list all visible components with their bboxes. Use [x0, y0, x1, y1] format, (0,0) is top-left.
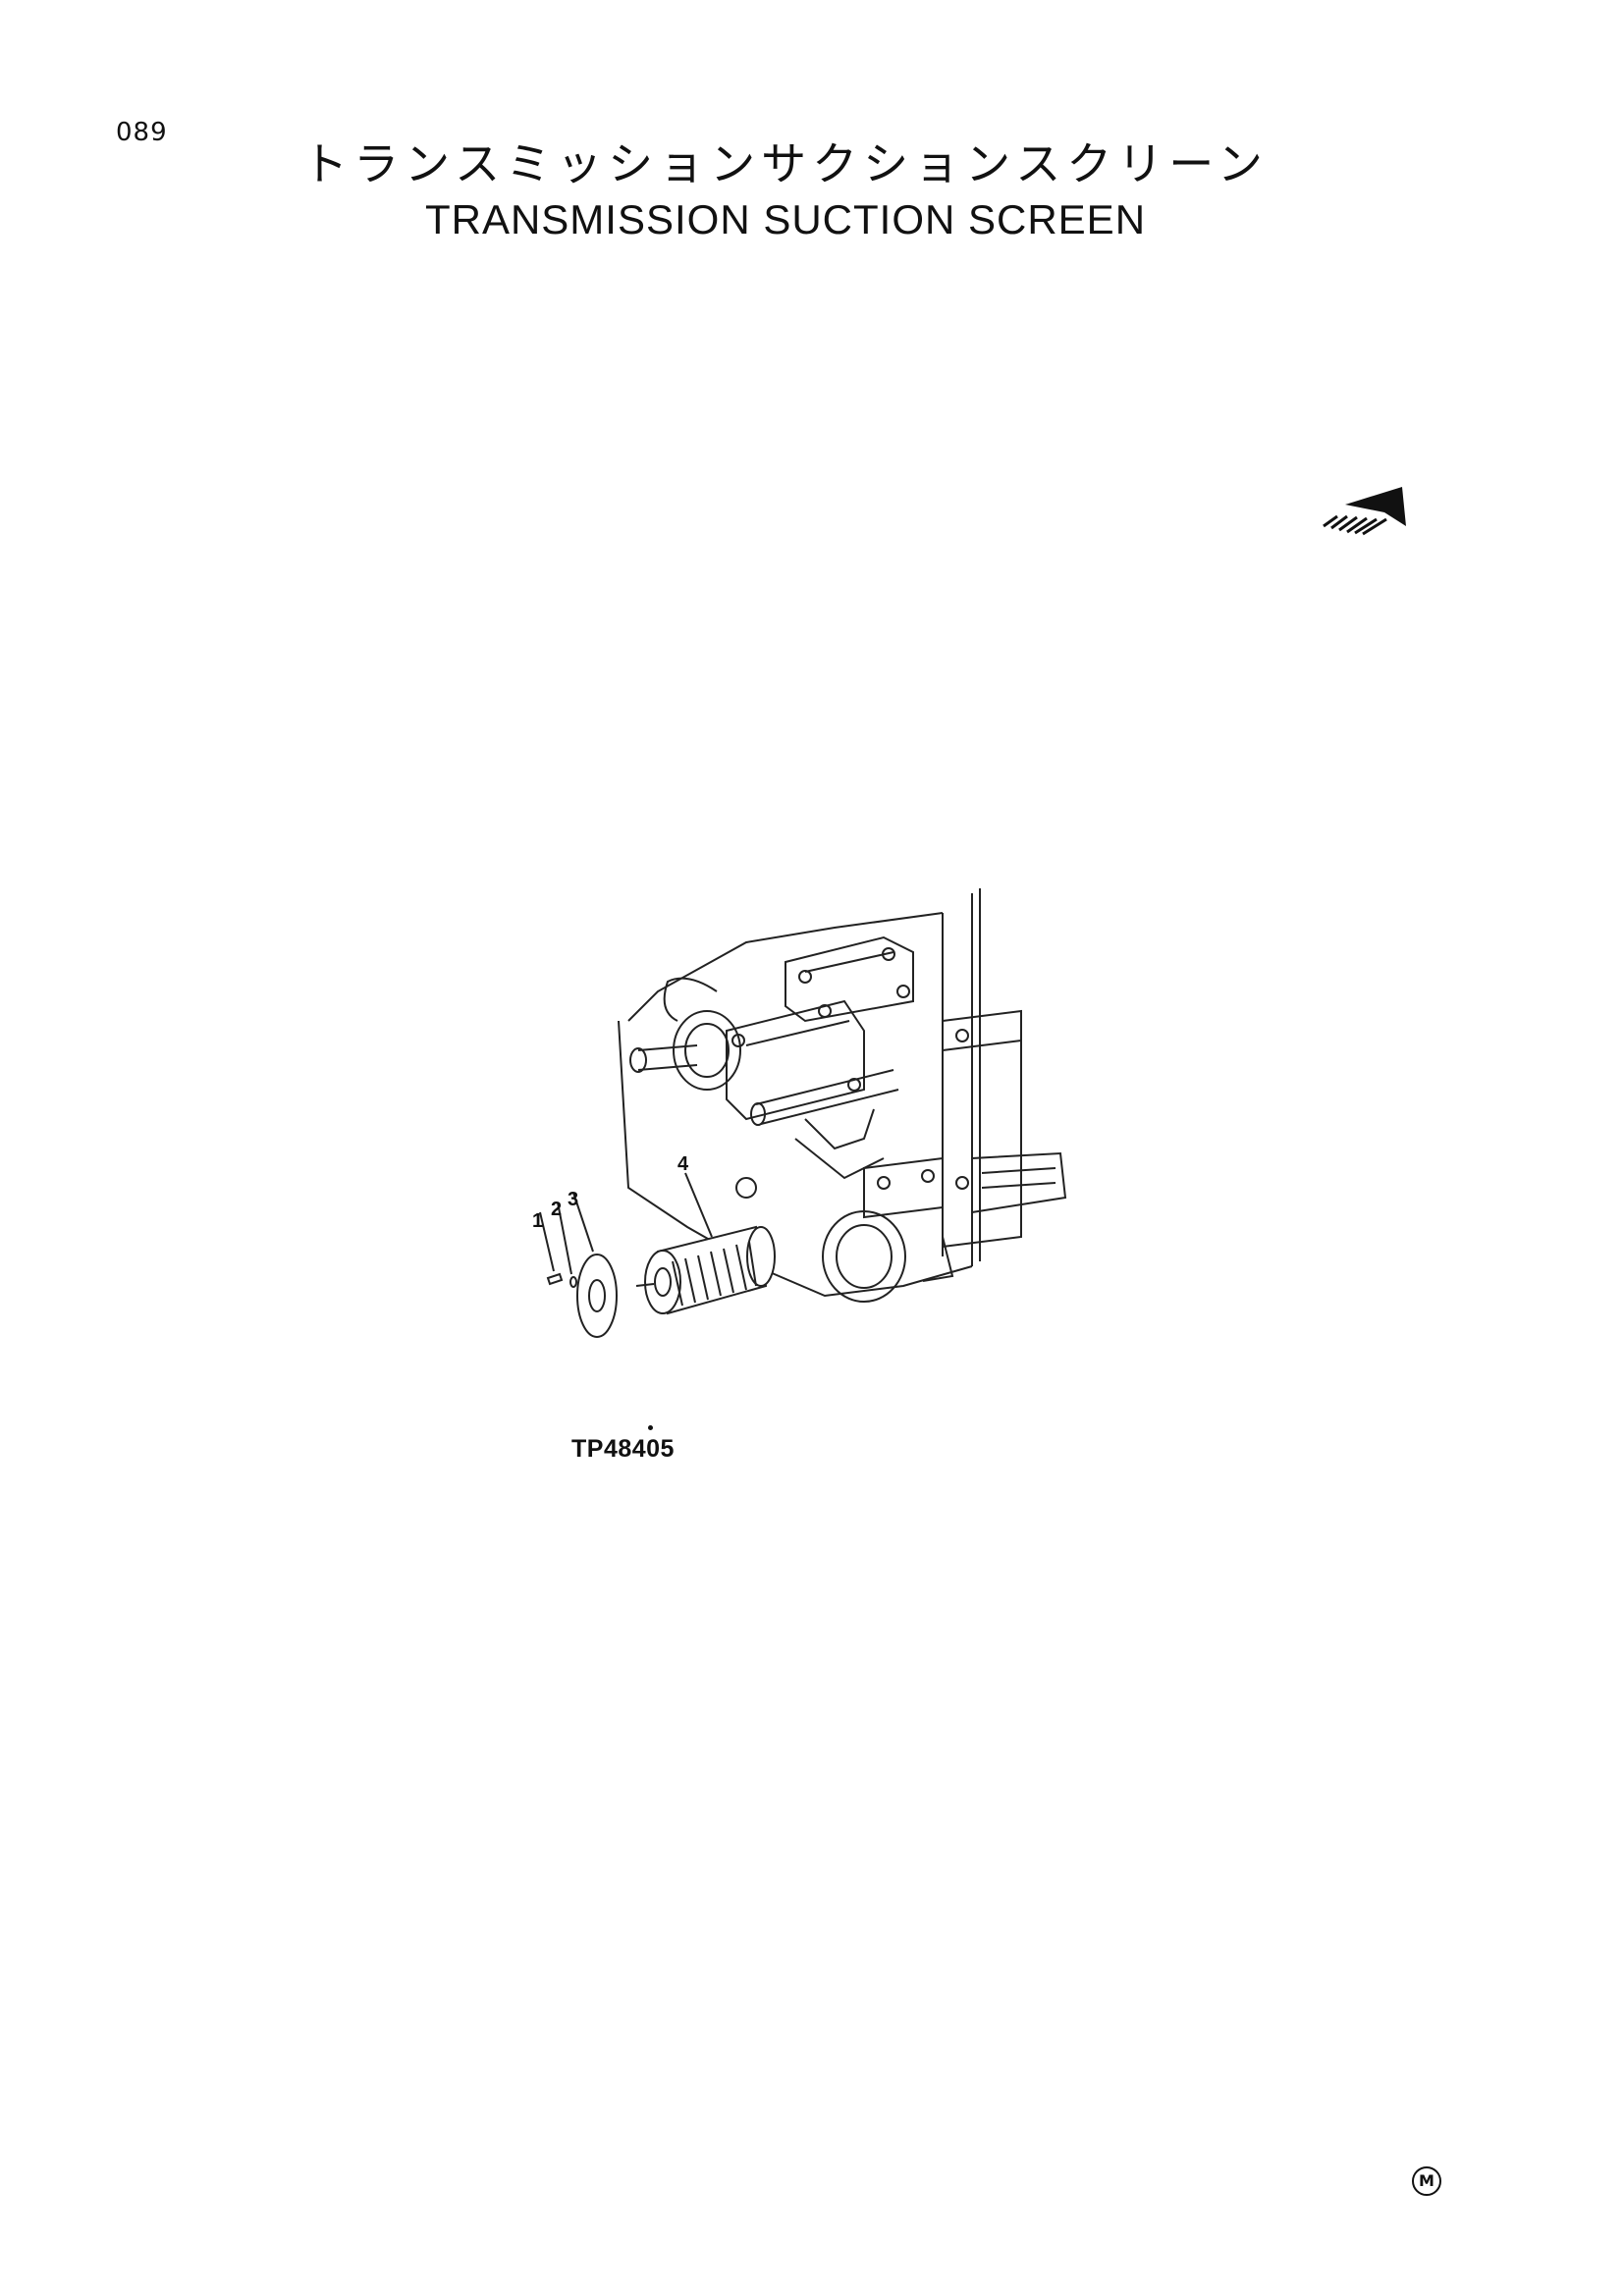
figure-code: TP48405: [571, 1425, 675, 1464]
direction-arrow-icon: [1323, 487, 1406, 536]
callout-4: 4: [677, 1153, 689, 1175]
figure-code-text: TP48405: [571, 1435, 675, 1463]
page-number: 089: [116, 118, 168, 147]
exploded-diagram: 1 2 3 4: [532, 888, 1067, 1338]
title-english: TRANSMISSION SUCTION SCREEN: [424, 196, 1147, 242]
m-mark: M: [1412, 2166, 1441, 2196]
dot-mark: [648, 1425, 653, 1430]
callout-3: 3: [568, 1189, 578, 1210]
title-japanese: トランスミッションサクションスクリーン: [302, 137, 1269, 190]
title-block: トランスミッションサクションスクリーン TRANSMISSION SUCTION…: [196, 135, 1375, 247]
callout-2: 2: [551, 1199, 562, 1220]
callout-1: 1: [532, 1210, 543, 1232]
